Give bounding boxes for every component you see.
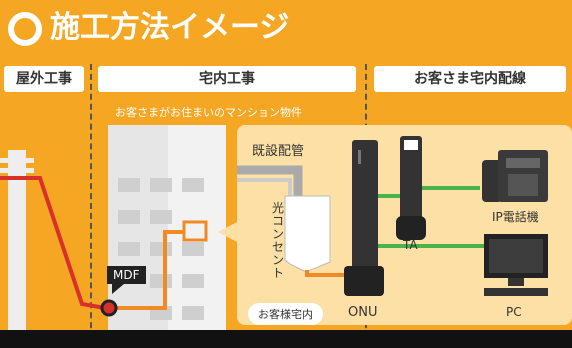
customer-home-badge: お客様宅内 — [248, 303, 323, 325]
section-indoor: 宅内工事 — [98, 66, 356, 92]
mdf-label: MDF — [107, 266, 146, 284]
phone-icon — [482, 150, 548, 202]
onu-label: ONU — [348, 305, 378, 320]
existing-pipe-label: 既設配管 — [252, 144, 305, 159]
utility-pole-icon — [0, 150, 34, 340]
title-bar: 施工方法イメージ — [0, 0, 572, 56]
circle-icon — [8, 12, 42, 46]
ip-phone-label: IP電話機 — [492, 210, 539, 224]
section-home: お客さま宅内配線 — [374, 66, 566, 92]
subtitle: お客さまがお住まいのマンション物件 — [115, 106, 302, 119]
section-outdoor: 屋外工事 — [4, 66, 84, 92]
divider-outdoor-indoor — [90, 64, 92, 348]
ta-device-icon — [396, 136, 426, 240]
pc-label: PC — [506, 305, 522, 319]
optical-outlet-label: 光コンセント — [272, 201, 285, 280]
onu-device-icon — [344, 140, 384, 296]
ta-label: TA — [403, 238, 418, 252]
pc-icon — [484, 234, 548, 296]
bottom-bar — [0, 330, 572, 348]
page-title: 施工方法イメージ — [50, 10, 290, 45]
